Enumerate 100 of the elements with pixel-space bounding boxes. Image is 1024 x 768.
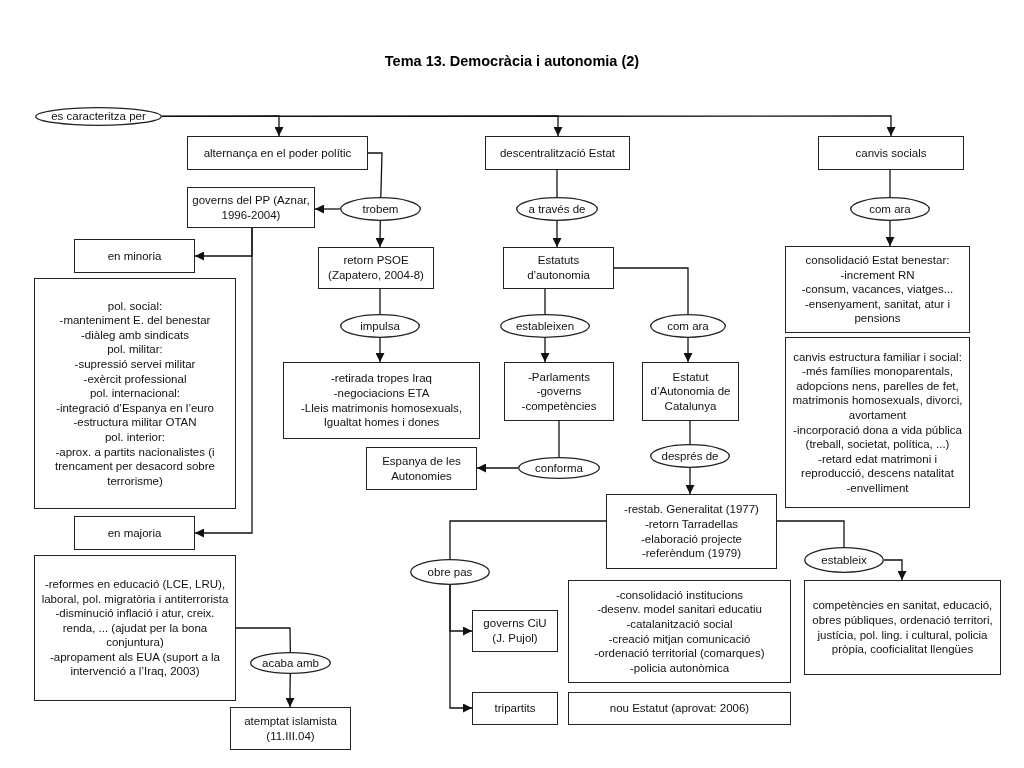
concept-box (366, 447, 477, 490)
linking-word-ellipse (340, 314, 420, 338)
concept-box (34, 555, 236, 701)
connector-arrow (883, 559, 907, 581)
concept-text: -integració d’Espanya en l’euro (56, 400, 214, 416)
concept-text: -estructura militar OTAN (73, 415, 197, 430)
concept-text: governs CiU (J. Pujol) (482, 616, 548, 646)
concept-text: -negociacions ETA (333, 385, 430, 401)
linking-word-ellipse (340, 197, 421, 221)
linking-word: es caracteritza per (51, 109, 146, 124)
concept-text: -increment RN (840, 267, 915, 283)
concept-text: -més famílies monoparentals, adopcions nens, parelles de fet, matrimonis homosexuals, divorci, avortament (791, 364, 964, 423)
concept-box (804, 580, 1001, 675)
concept-box (318, 247, 434, 289)
concept-text: -referèndum (1979) (641, 546, 742, 561)
concept-text: -consolidació institucions (615, 587, 744, 603)
concept-box (503, 247, 614, 289)
connector-arrow (540, 337, 550, 363)
concept-text: -consum, vacances, viatges... (801, 282, 954, 297)
title: Tema 13. Democràcia i autonomia (2) (384, 53, 640, 69)
concept-text: -catalanització social (626, 616, 733, 632)
linking-word-ellipse (35, 107, 162, 126)
concept-text: -competències (521, 398, 597, 414)
concept-text: -Parlaments (528, 369, 590, 385)
concept-text: alternança en el poder polític (203, 145, 352, 161)
concept-text: -creació mitjan comunicació (608, 631, 751, 647)
concept-text: pol. internacional: (89, 386, 181, 401)
concept-box (568, 692, 791, 725)
connector-arrow (552, 220, 562, 248)
linking-word: com ara (869, 201, 911, 217)
linking-word: conforma (535, 460, 583, 476)
linking-word: estableixen (515, 318, 575, 334)
concept-text: -manteniment E. del benestar (59, 313, 211, 328)
connector-arrow (314, 204, 341, 214)
concept-box (472, 610, 558, 652)
concept-text: -retorn Tarradellas (644, 516, 739, 532)
concept-box (34, 278, 236, 509)
concept-text: atemptat islamista (11.III.04) (243, 713, 338, 744)
linking-word-ellipse (250, 652, 331, 674)
concept-text: -restab. Generalitat (1977) (624, 502, 759, 517)
concept-text: -ensenyament, sanitat, atur i pensions (803, 296, 952, 326)
linking-word-ellipse (500, 314, 590, 338)
concept-box (283, 362, 480, 439)
concept-box (472, 692, 558, 725)
connector-arrow (685, 467, 695, 495)
linking-word: estableix (821, 552, 867, 568)
linking-word: obre pas (427, 564, 473, 580)
concept-text: canvis socials (855, 145, 927, 161)
concept-text: Espanya de les Autonomies (381, 453, 462, 484)
concept-text: -elaboració projecte (641, 531, 742, 547)
linking-word-ellipse (410, 559, 490, 585)
concept-box (642, 362, 739, 421)
concept-text: nou Estatut (aprovat: 2006) (609, 701, 750, 716)
concept-box (504, 362, 614, 421)
linking-word: a través de (528, 201, 586, 217)
connector-arrow (375, 337, 385, 363)
concept-text: descentralització Estat (499, 145, 616, 161)
concept-text: -exèrcit professional (83, 371, 187, 387)
concept-text: tripartits (494, 701, 536, 716)
concept-text: en minoria (107, 248, 162, 264)
concept-box (230, 707, 351, 750)
concept-text: retorn PSOE (Zapatero, 2004-8) (327, 253, 425, 283)
linking-word: impulsa (360, 318, 400, 334)
linking-word: trobem (362, 201, 399, 217)
concept-text: -retirada tropes Iraq (331, 371, 432, 386)
concept-box (568, 580, 791, 683)
concept-box (485, 136, 630, 170)
concept-text: -ordenació territorial (comarques) (594, 646, 765, 661)
connector-arrow (476, 463, 519, 473)
concept-text: Estatuts d’autonomia (526, 253, 591, 283)
linking-word: com ara (667, 318, 709, 334)
concept-text: -retard edat matrimoni i reproducció, descens natalitat (800, 451, 955, 481)
concept-text: Estatut d’Autonomia de Catalunya (649, 369, 732, 414)
concept-text: pol. militar: (107, 342, 163, 357)
connector-arrow (161, 115, 896, 137)
concept-text: -apropament als EUA (suport a la intervenció a l’Iraq, 2003) (49, 649, 221, 680)
concept-text: -incorporació dona a vida pública (treball, societat, política, ...) (792, 422, 963, 452)
concept-text: -disminució inflació i atur, creix. renda, ... (ajudat per la bona conjuntura) (54, 606, 216, 650)
concept-text: -reformes en educació (LCE, LRU), laboral, pol. migratòria i antiterrorista (40, 576, 230, 607)
concept-text: -diàleg amb sindicats (81, 327, 189, 343)
linking-word-ellipse (804, 547, 884, 573)
concept-box (818, 136, 964, 170)
concept-text: -governs (536, 384, 582, 399)
linking-word: acaba amb (262, 655, 319, 671)
concept-text: -aprox. a partits nacionalistes (i trencament per desacord sobre terrorisme) (54, 444, 216, 489)
concept-text: -envelliment (846, 480, 909, 496)
concept-text: -policia autonòmica (629, 660, 730, 676)
linking-word: després de (661, 448, 719, 464)
linking-word-ellipse (650, 444, 730, 468)
concept-text: competències en sanitat, educació, obres públiques, ordenació territori, justícia, pol. ling. i cultural, policia pròpia, cooficialitat llengües (811, 598, 994, 657)
linking-word-ellipse (650, 314, 726, 338)
concept-text: -supressió servei militar (74, 357, 196, 372)
concept-text: pol. social: (107, 298, 163, 314)
concept-box (74, 239, 195, 273)
connector-arrow (375, 220, 385, 248)
connector-arrow (885, 220, 895, 247)
concept-box (606, 494, 777, 569)
concept-text: consolidació Estat benestar: (805, 253, 950, 268)
linking-word-ellipse (518, 457, 600, 479)
concept-text: canvis estructura familiar i social: (793, 349, 962, 365)
